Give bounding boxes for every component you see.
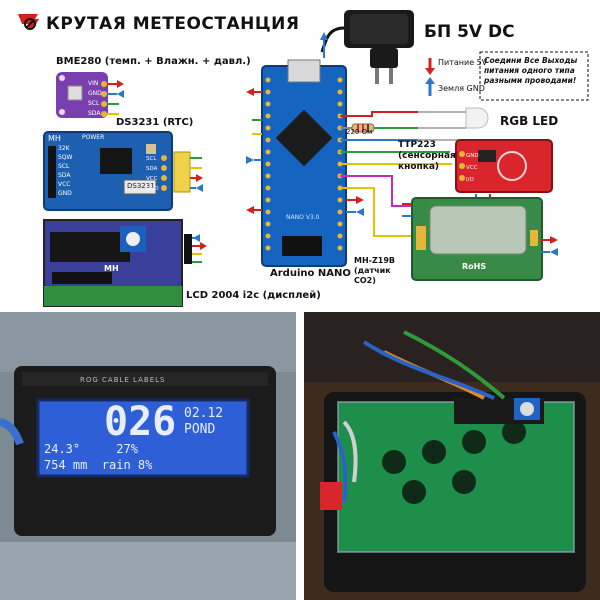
- arduino-board-mark: NANO V3.0: [286, 214, 320, 221]
- arduino-right-wires: [340, 111, 452, 237]
- ds3231-label: DS3231 (RTC): [116, 117, 194, 128]
- photo-case-scene: [304, 312, 600, 600]
- power-adapter-icon: [320, 10, 414, 84]
- ttp223-board: [455, 139, 553, 193]
- power-supply-label: БП 5V DC: [424, 22, 515, 42]
- bme280-pins: VIN GND SCL SDA: [88, 79, 102, 119]
- ds3231-pins-left: 32K SQW SCL SDA VCC GND: [58, 144, 72, 198]
- bme280-label: BME280 (темп. + Влажн. + давл.): [56, 56, 251, 67]
- page-title: КРУТАЯ МЕТЕОСТАНЦИЯ: [46, 14, 300, 34]
- lcd-row-temp-humidity: 24.3° 27%: [44, 442, 138, 456]
- ds3231-pins-right: SCL SDA VCC GND: [146, 154, 159, 194]
- ds3231-chip-mark: DS3231: [127, 182, 155, 190]
- ttp223-pin: VCC: [466, 165, 478, 171]
- ds3231-pin: 32K: [58, 145, 70, 152]
- photo-case-inside: [304, 312, 600, 600]
- legend-arrows: [425, 58, 435, 96]
- ds3231-pin: GND: [146, 186, 159, 192]
- ds3231-wires: [173, 151, 203, 193]
- ds3231-pin: SCL: [58, 163, 70, 170]
- photo-lcd-display: ROG CABLE LABELS 026 02.12 POND 24.3° 27…: [0, 312, 296, 600]
- lcd-label: LCD 2004 i2c (дисплей): [186, 290, 321, 301]
- ds3231-pin: VCC: [146, 176, 158, 182]
- mhz19b-board: [411, 197, 543, 281]
- ttp223-pin: GND: [466, 153, 479, 159]
- lcd-i2c-board: [43, 219, 192, 307]
- mhz19b-label: MH-Z19B (датчик CO2): [354, 256, 396, 285]
- bme280-pin: VIN: [88, 80, 99, 87]
- led-icon: [418, 107, 489, 141]
- lcd-big-number: 026: [104, 399, 177, 445]
- resistor-icon: [351, 123, 375, 133]
- bme280-board: [56, 72, 108, 118]
- ds3231-board-mark: MH: [48, 134, 61, 143]
- lcd-wires: [192, 234, 207, 263]
- arduino-nano-board: [261, 59, 347, 267]
- ds3231-board: [43, 131, 173, 211]
- ttp223-pin: I/O: [466, 177, 474, 183]
- ds3231-pin: GND: [58, 190, 72, 197]
- rgb-led-label: RGB LED: [500, 114, 559, 128]
- legend-gnd-label: Земля GND: [438, 84, 485, 93]
- ds3231-pin: SDA: [146, 166, 158, 172]
- resistor-label: 220 Ом: [346, 128, 373, 136]
- ttp223-label: TTP223 (сенсорная кнопка): [398, 140, 456, 172]
- logo-icon: [18, 14, 39, 30]
- ds3231-pin: SQW: [58, 154, 73, 161]
- bme280-wires: [107, 80, 124, 115]
- bme280-pin: GND: [88, 90, 102, 97]
- bme280-pin: SCL: [88, 100, 100, 107]
- ttp223-pins: GND VCC I/O: [466, 150, 479, 186]
- mhz19b-arrows: [402, 203, 558, 256]
- mhz19b-rohs: RoHS: [462, 262, 487, 271]
- power-note: Соедини Все Выходы питания одного типа р…: [484, 56, 578, 85]
- legend-plus-label: Питание 5V: [438, 58, 488, 67]
- lcd-pond: POND: [184, 422, 216, 437]
- case-label: ROG CABLE LABELS: [80, 376, 166, 384]
- arduino-label: Arduino NANO: [270, 268, 351, 279]
- lcd-board-mark: MH: [104, 264, 119, 273]
- ds3231-pin: VCC: [58, 181, 71, 188]
- wiring-diagram: [18, 10, 589, 307]
- ds3231-pin: SDA: [58, 172, 71, 179]
- ds3231-power-mark: POWER: [82, 134, 105, 141]
- bme280-pin: SDA: [88, 110, 101, 117]
- lcd-row-pressure-rain: 754 mm rain 8%: [44, 458, 153, 472]
- ds3231-pin: SCL: [146, 156, 157, 162]
- photo-lcd-scene: [0, 312, 296, 600]
- lcd-date: 02.12: [184, 406, 224, 421]
- arduino-left-wires: [246, 32, 328, 214]
